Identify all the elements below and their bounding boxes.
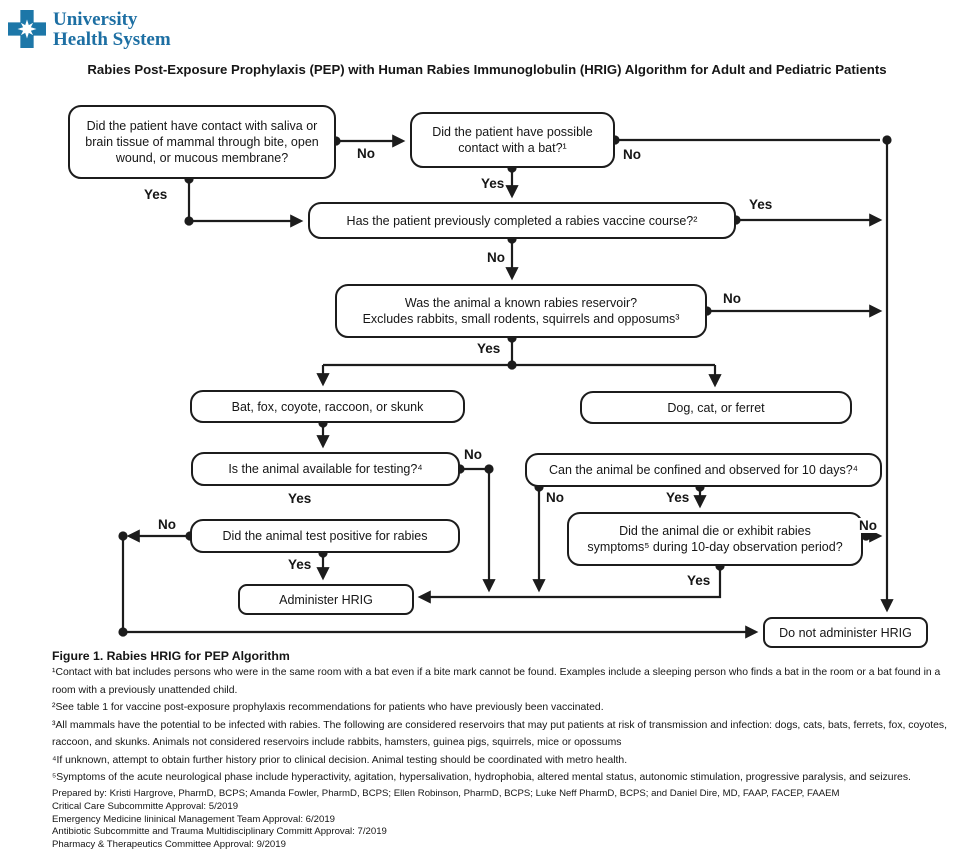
edge-label-no-reservoir: No [722, 291, 742, 306]
footnote-4: ⁴If unknown, attempt to obtain further h… [52, 754, 628, 766]
university-health-system-logo-icon [8, 10, 46, 48]
approval-block: Prepared by: Kristi Hargrove, PharmD, BC… [52, 788, 966, 852]
node-die-or-symptoms: Did the animal die or exhibit rabies sym… [567, 512, 863, 566]
edge-label-no-vaccine: No [486, 250, 506, 265]
node-wild-animals: Bat, fox, coyote, raccoon, or skunk [190, 390, 465, 423]
footnotes: ¹Contact with bat includes persons who w… [52, 664, 966, 787]
edge-label-no-confine: No [545, 490, 565, 505]
node-die-or-symptoms-line2: symptoms⁵ during 10-day observation peri… [587, 540, 843, 554]
edge-label-yes-saliva: Yes [143, 187, 169, 202]
edge-label-yes-bat: Yes [480, 176, 506, 191]
approval-critical-care: Critical Care Subcommitte Approval: 5/20… [52, 800, 239, 812]
university-health-system-logo: University Health System [8, 8, 171, 50]
node-rabies-reservoir-line2: Excludes rabbits, small rodents, squirre… [362, 312, 680, 326]
edge-label-no-testing: No [463, 447, 483, 462]
node-contact-saliva: Did the patient have contact with saliva… [68, 105, 336, 179]
edge-label-no-bat: No [622, 147, 642, 162]
footnote-3: ³All mammals have the potential to be in… [52, 719, 947, 749]
edge-label-yes-testing: Yes [287, 491, 313, 506]
footnote-2: ²See table 1 for vaccine post-exposure p… [52, 702, 604, 713]
edge-label-yes-positive: Yes [287, 557, 313, 572]
node-domestic-animals: Dog, cat, or ferret [580, 391, 852, 424]
edge-label-no-die: No [858, 518, 878, 533]
logo-line2: Health System [53, 29, 171, 50]
footnote-5: ⁵Symptoms of the acute neurological phas… [52, 772, 911, 783]
node-rabies-reservoir-line1: Was the animal a known rabies reservoir? [404, 296, 638, 310]
node-do-not-administer-hrig: Do not administer HRIG [763, 617, 928, 648]
node-bat-contact: Did the patient have possible contact wi… [410, 112, 615, 168]
node-vaccine-course: Has the patient previously completed a r… [308, 202, 736, 239]
node-rabies-reservoir: Was the animal a known rabies reservoir?… [335, 284, 707, 338]
edge-label-yes-confine: Yes [665, 490, 691, 505]
page-title: Rabies Post-Exposure Prophylaxis (PEP) w… [87, 62, 887, 77]
approval-emergency-medicine: Emergency Medicine lininical Management … [52, 813, 335, 825]
edge-label-yes-vaccine: Yes [748, 197, 774, 212]
approval-pharmacy-therapeutics: Pharmacy & Therapeutics Committee Approv… [52, 839, 286, 851]
edge-label-no-positive: No [157, 517, 177, 532]
figure-caption: Figure 1. Rabies HRIG for PEP Algorithm [52, 649, 290, 663]
node-die-or-symptoms-line1: Did the animal die or exhibit rabies [619, 524, 811, 538]
node-administer-hrig: Administer HRIG [238, 584, 414, 615]
approval-antibiotic-subcommittee: Antibiotic Subcommitte and Trauma Multid… [52, 826, 387, 838]
logo-text: University Health System [53, 10, 171, 50]
edge-label-yes-die: Yes [686, 573, 712, 588]
node-test-positive: Did the animal test positive for rabies [190, 519, 460, 553]
footnote-1: ¹Contact with bat includes persons who w… [52, 667, 941, 696]
node-animal-testing: Is the animal available for testing?⁴ [191, 452, 460, 486]
prepared-by-line: Prepared by: Kristi Hargrove, PharmD, BC… [52, 788, 840, 799]
edge-label-yes-reservoir: Yes [476, 341, 502, 356]
edge-label-no-saliva: No [356, 146, 376, 161]
node-confine-observe: Can the animal be confined and observed … [525, 453, 882, 487]
logo-line1: University [53, 9, 138, 30]
